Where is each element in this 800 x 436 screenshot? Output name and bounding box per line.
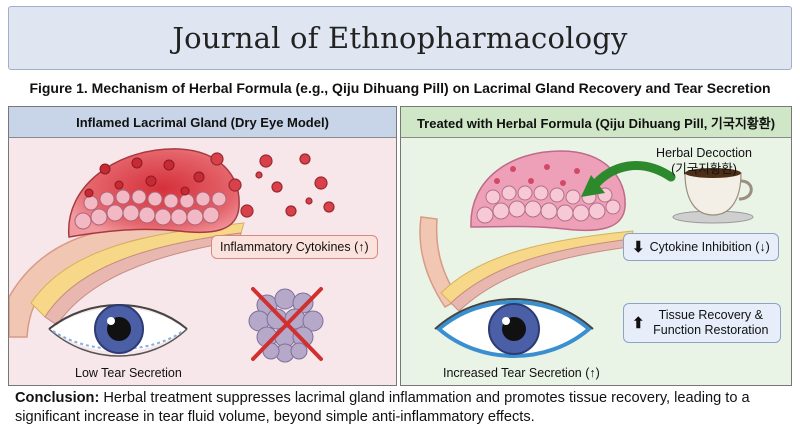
cytokine-inhibition-callout: ⬇ Cytokine Inhibition (↓) xyxy=(623,233,779,261)
conclusion-lead: Conclusion: xyxy=(15,390,100,406)
decoction-line-2: (기국지황환) xyxy=(671,162,737,176)
tissue-recovery-callout: ⬆ Tissue Recovery & Function Restoration xyxy=(623,303,781,343)
treated-panel: Treated with Herbal Formula (Qiju Dihuan… xyxy=(400,106,792,386)
inflamed-panel: Inflamed Lacrimal Gland (Dry Eye Model) xyxy=(8,106,397,386)
virus-icon xyxy=(84,157,205,198)
treated-panel-title: Treated with Herbal Formula (Qiju Dihuan… xyxy=(401,107,791,138)
recovery-line-2: Function Restoration xyxy=(653,323,769,337)
arrow-down-icon: ⬇ xyxy=(632,239,645,256)
journal-title: Journal of Ethnopharmacology xyxy=(172,21,628,55)
low-tear-label: Low Tear Secretion xyxy=(75,366,182,380)
journal-header: Journal of Ethnopharmacology xyxy=(8,6,792,70)
curved-arrow-icon xyxy=(588,161,676,192)
decoction-line-1: Herbal Decoction xyxy=(656,146,752,160)
cross-icon xyxy=(251,287,323,361)
recovery-line-1: Tissue Recovery & xyxy=(658,308,763,322)
figure-caption: Figure 1. Mechanism of Herbal Formula (e… xyxy=(29,80,771,96)
tissue-recovery-text: Tissue Recovery & Function Restoration xyxy=(650,308,772,338)
arrow-up-icon: ⬆ xyxy=(632,314,645,332)
increased-tear-label: Increased Tear Secretion (↑) xyxy=(443,366,600,380)
cytokine-inhibition-text: Cytokine Inhibition (↓) xyxy=(649,240,770,254)
cup-icon xyxy=(672,168,754,224)
conclusion-text: Herbal treatment suppresses lacrimal gla… xyxy=(15,390,750,425)
conclusion: Conclusion: Herbal treatment suppresses … xyxy=(15,389,787,427)
inflamed-gland-illustration xyxy=(9,148,335,363)
inflammatory-cytokines-callout: Inflammatory Cytokines (↑) xyxy=(211,235,378,259)
cytokine-particles xyxy=(210,152,335,218)
herbal-decoction-label: Herbal Decoction (기국지황환) xyxy=(629,145,779,177)
residual-cytokine-dots xyxy=(494,164,580,186)
inflamed-panel-title: Inflamed Lacrimal Gland (Dry Eye Model) xyxy=(9,107,396,138)
healthy-gland-illustration xyxy=(419,150,754,358)
